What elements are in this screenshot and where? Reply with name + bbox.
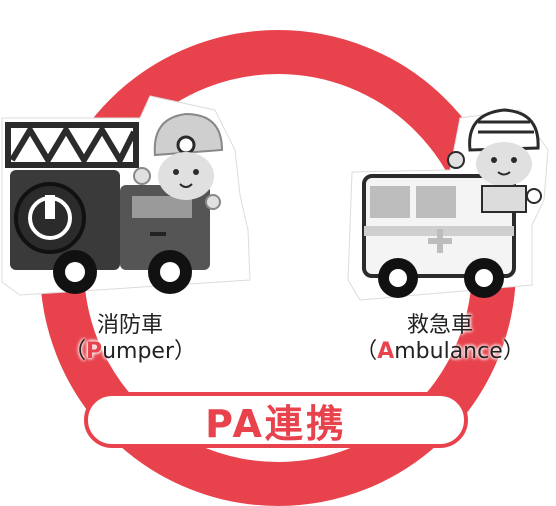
banner-title: PA連携 [205, 401, 347, 446]
fire-engine-illustration [1, 95, 251, 296]
firefighter-figure-left [133, 112, 224, 210]
pumper-initial: P [85, 339, 103, 364]
paramedic-figure-right [447, 108, 542, 213]
ambulance-name-ja: 救急車 [406, 313, 473, 338]
ambulance-name-en: （Ambulance） [355, 339, 525, 364]
ambulance-illustration [347, 108, 549, 301]
ambulance-label: 救急車 （Ambulance） [330, 313, 550, 365]
pumper-label: 消防車 （Pumper） [40, 313, 220, 365]
ambulance-initial: A [377, 339, 395, 364]
pumper-name-en: （Pumper） [63, 339, 197, 364]
pa-cooperation-banner: PA連携 [84, 392, 468, 448]
pumper-name-ja: 消防車 [96, 313, 163, 338]
